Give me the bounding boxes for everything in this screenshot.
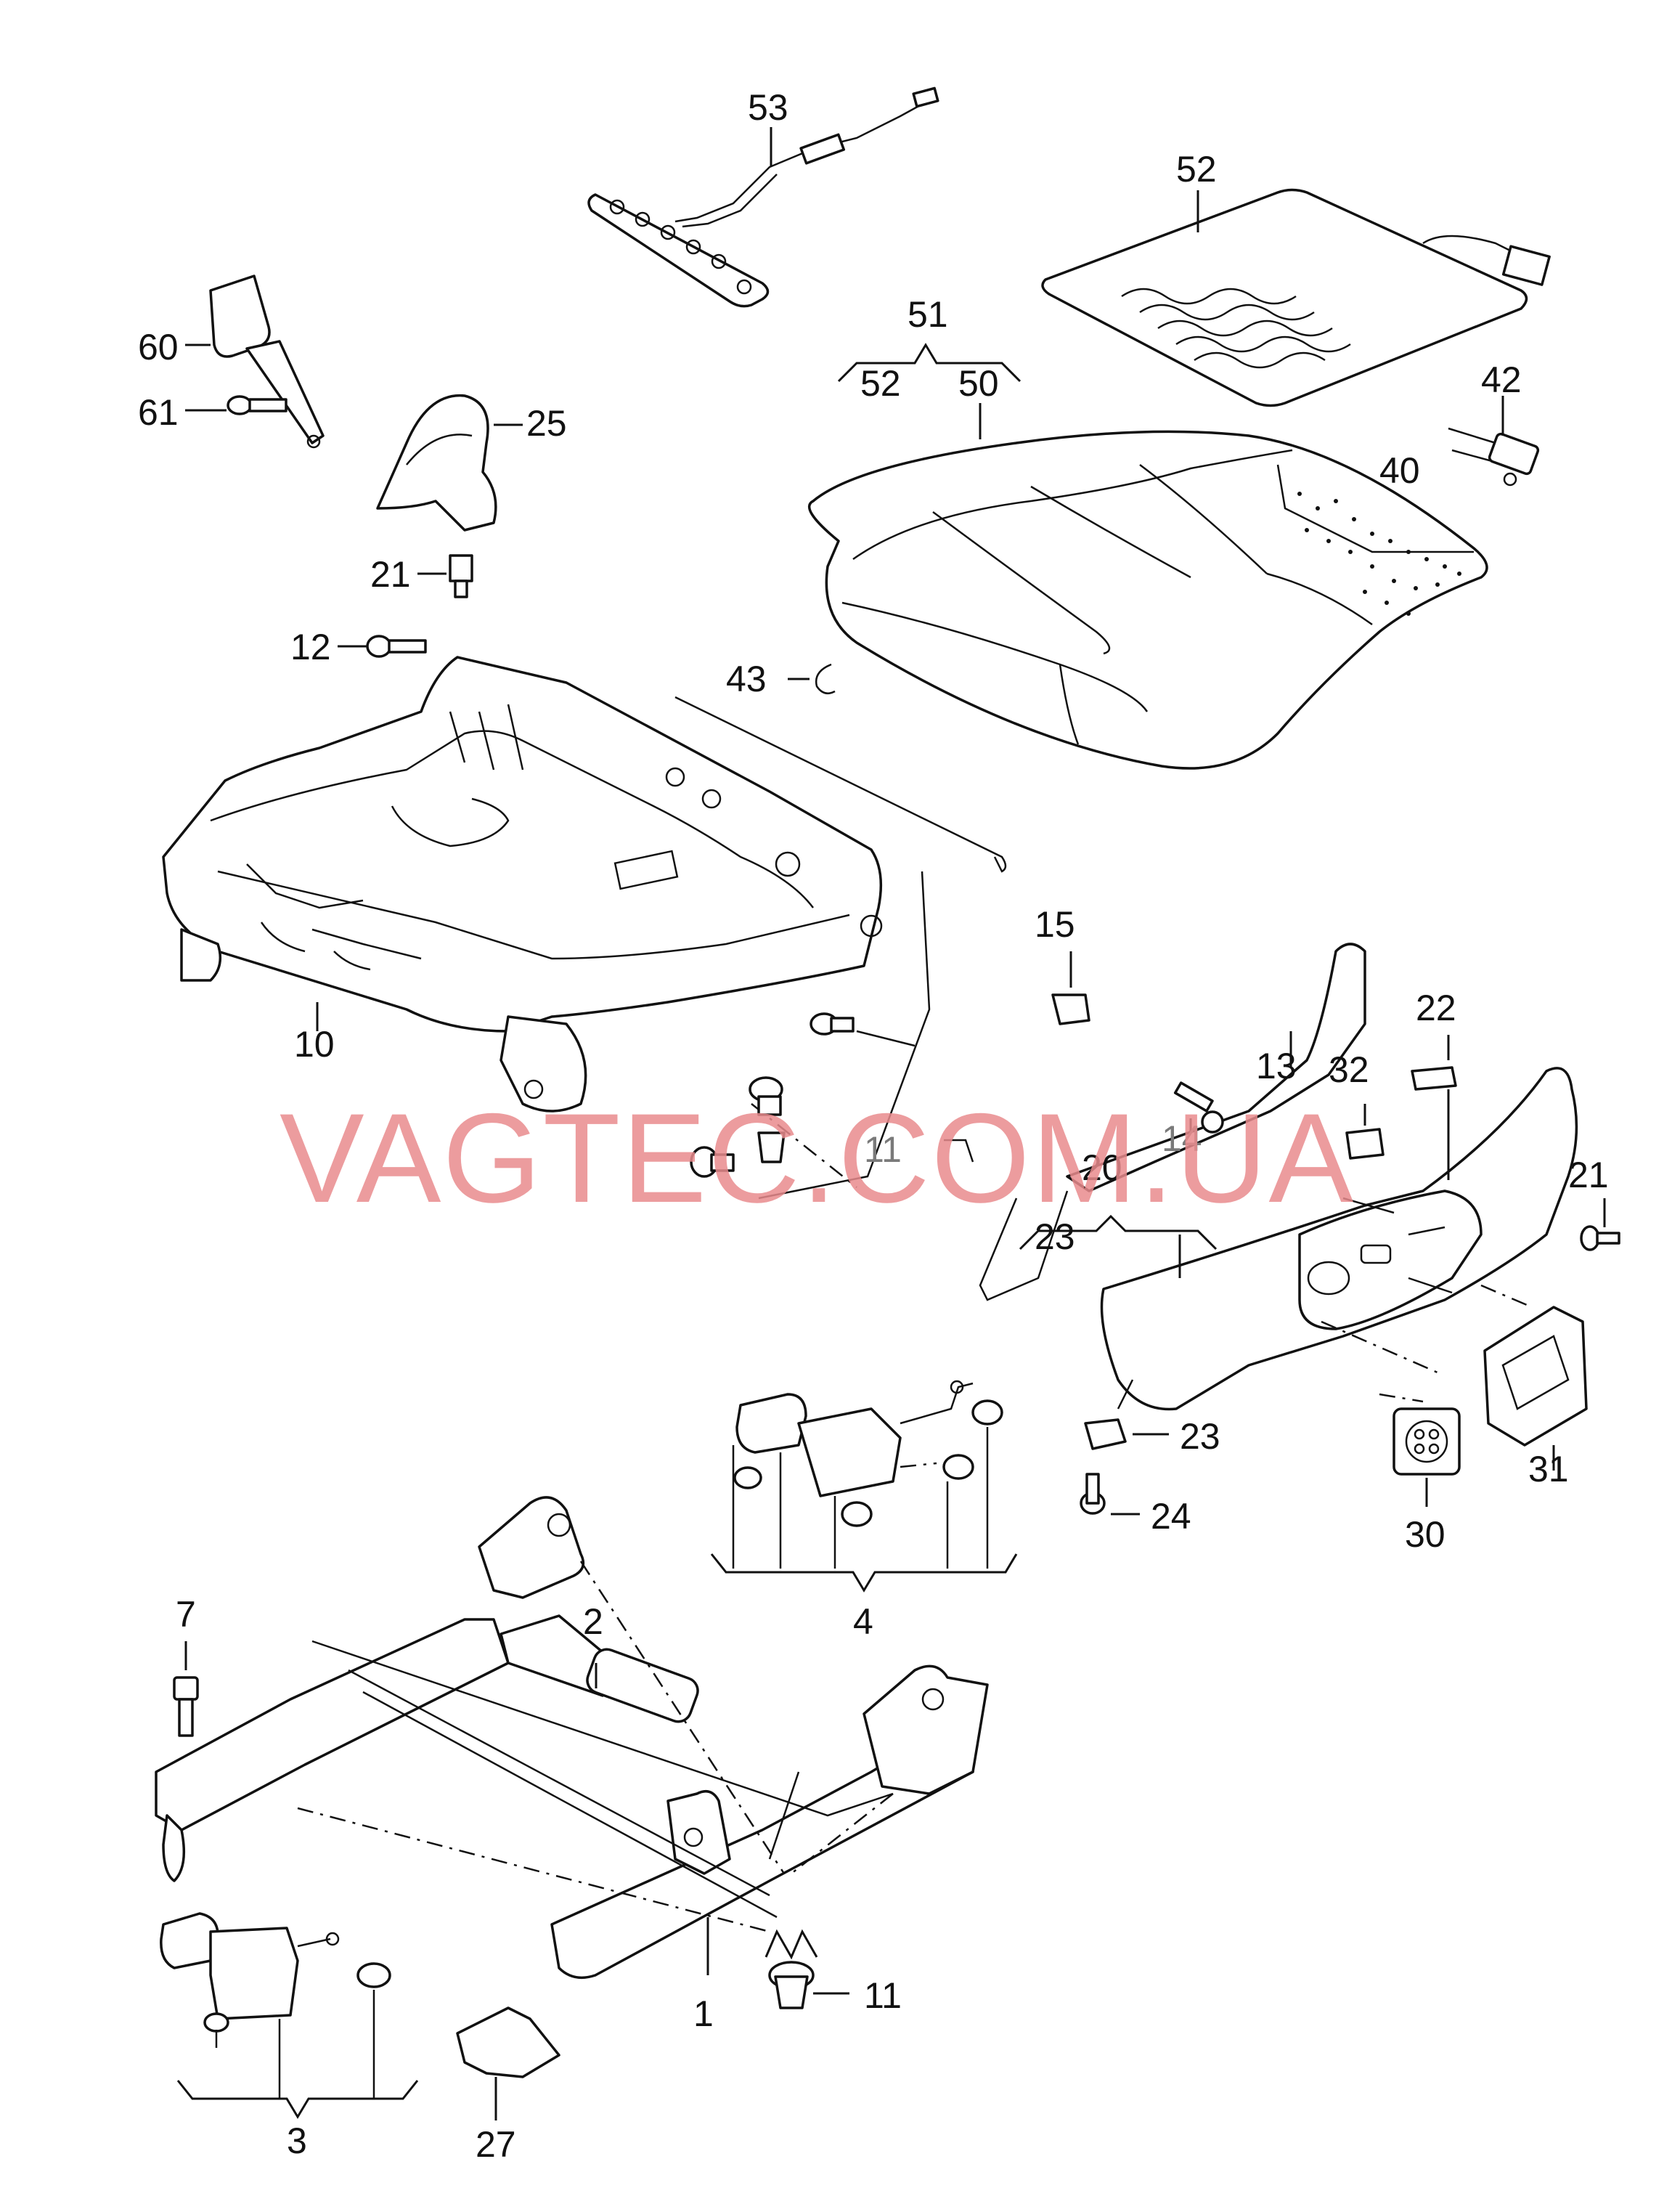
label-53: 53 (748, 87, 788, 128)
seat-heating-element (1041, 188, 1551, 407)
label-32: 32 (1329, 1049, 1369, 1090)
bushing-11-top (690, 1012, 855, 1178)
switch-30 (1379, 1393, 1461, 1507)
label-23-clip: 23 (1180, 1416, 1220, 1457)
trim-cover-25 (376, 394, 523, 532)
seat-cushion (808, 403, 1488, 770)
bolt-61 (185, 395, 288, 415)
label-40: 40 (1379, 450, 1420, 491)
guide-wire (674, 696, 1007, 1200)
label-13: 13 (1256, 1046, 1297, 1086)
label-42: 42 (1481, 359, 1522, 400)
bolt-21-side (1580, 1198, 1620, 1251)
label-23-side: 23 (1035, 1216, 1075, 1257)
label-14: 14 (1162, 1118, 1202, 1159)
clip-32 (1342, 1104, 1395, 1214)
motor-assembly-3 (160, 1912, 419, 2119)
label-50: 50 (958, 363, 999, 404)
label-27: 27 (476, 2124, 516, 2165)
trim-rail-13 (944, 943, 1366, 1301)
label-25: 25 (526, 403, 567, 444)
label-11-bottom: 11 (864, 1975, 902, 2016)
label-20: 20 (1082, 1147, 1122, 1188)
label-12: 12 (290, 627, 331, 667)
label-4: 4 (853, 1601, 873, 1642)
seat-cushion-bracket (837, 343, 1022, 383)
label-52-top: 52 (1176, 149, 1217, 190)
belt-buckle (185, 274, 325, 449)
bushing-11-bottom (768, 1961, 849, 2009)
label-30: 30 (1405, 1514, 1445, 1555)
label-22: 22 (1416, 988, 1456, 1028)
switch-31 (1480, 1284, 1588, 1471)
clip-22 (1411, 1035, 1457, 1180)
bolt-21-top (417, 554, 473, 598)
watermark: VAGTEC.COM.UA (280, 1088, 1355, 1229)
label-31: 31 (1528, 1449, 1569, 1489)
side-trim-20 (1019, 1067, 1578, 1411)
label-61: 61 (138, 392, 179, 433)
seat-rail-base-1 (155, 1496, 989, 1980)
bolt-24 (1080, 1473, 1140, 1516)
clip-15 (1051, 951, 1090, 1025)
label-7: 7 (176, 1594, 196, 1635)
label-15: 15 (1035, 904, 1075, 945)
label-51: 51 (908, 294, 948, 335)
label-2: 2 (583, 1601, 603, 1642)
label-60: 60 (138, 327, 179, 367)
seat-frame (162, 656, 883, 1113)
clip-43 (788, 663, 836, 695)
bolt-12 (338, 635, 427, 658)
connector-42 (1448, 396, 1540, 487)
bracket-27 (456, 2006, 560, 2120)
label-11-top: 11 (864, 1129, 902, 1170)
label-52-bracket: 52 (860, 363, 901, 404)
motor-assembly-4 (710, 1380, 1018, 1593)
bolt-14 (1173, 1081, 1224, 1134)
clip-23-side (1084, 1379, 1169, 1450)
label-24: 24 (1151, 1496, 1191, 1537)
part-labels: 53 52 51 52 50 42 40 60 61 25 21 43 12 1… (138, 87, 1609, 2165)
label-21-side: 21 (1568, 1155, 1609, 1195)
label-21-top: 21 (370, 554, 411, 595)
label-10: 10 (294, 1024, 335, 1065)
label-43: 43 (726, 659, 767, 699)
occupancy-sensor-mat (587, 86, 939, 308)
label-3: 3 (287, 2120, 307, 2161)
bolt-7 (173, 1641, 199, 1737)
label-1: 1 (693, 1993, 714, 2034)
